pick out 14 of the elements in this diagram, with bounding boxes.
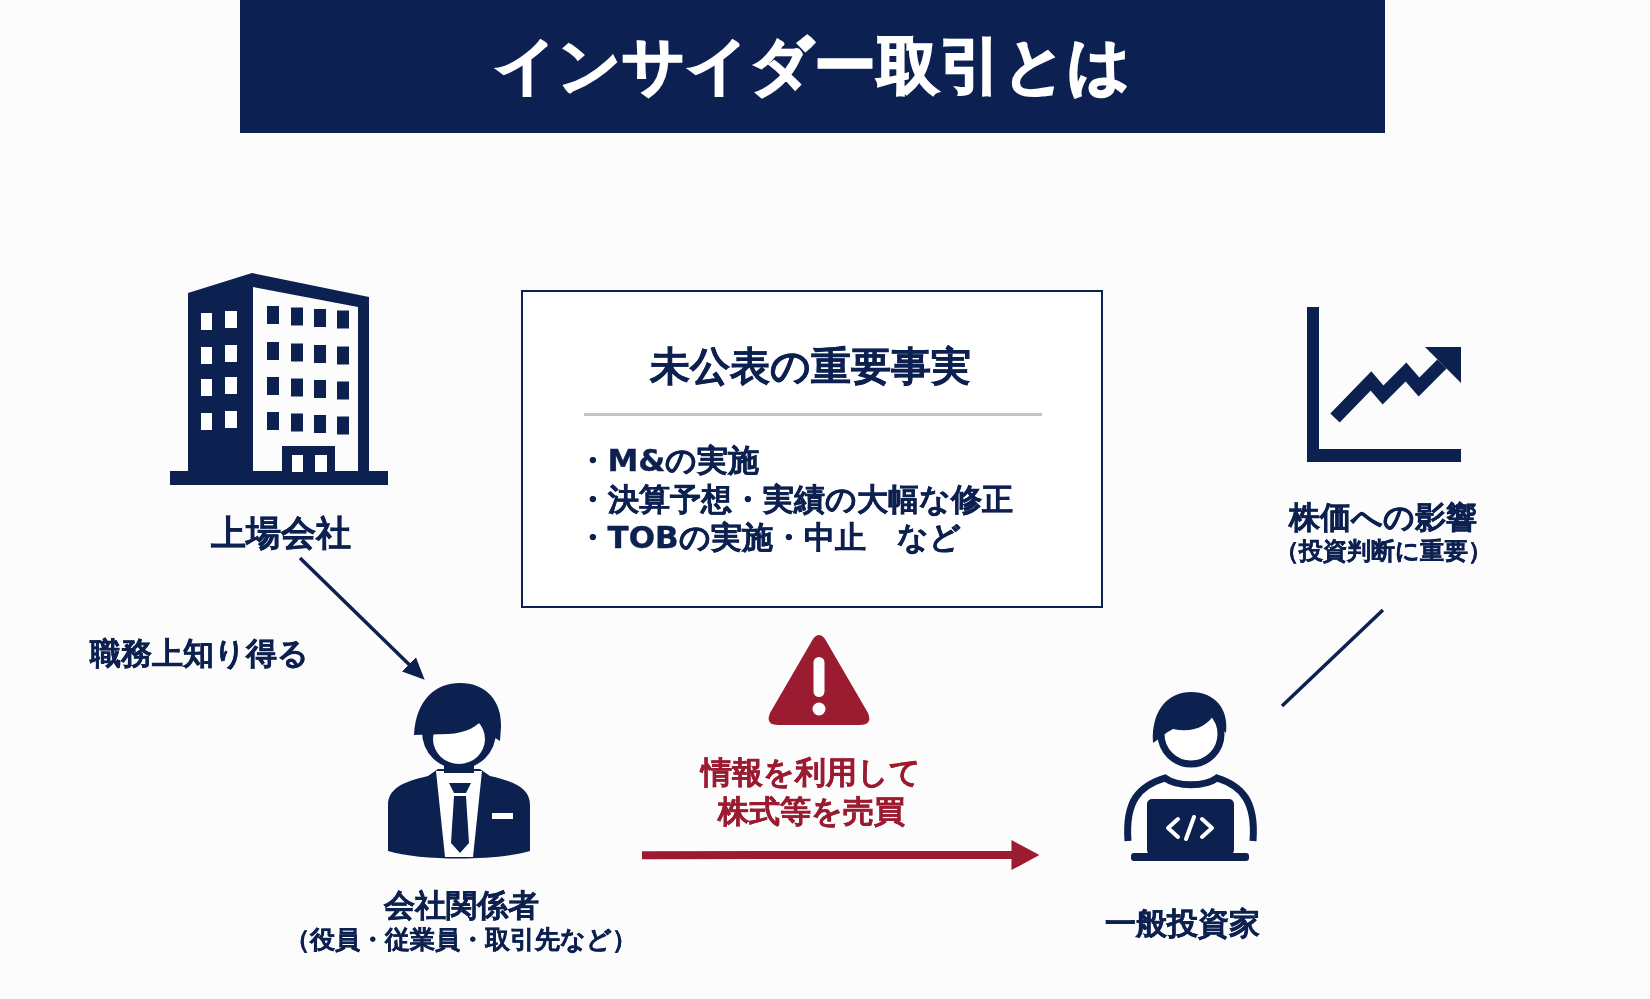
title: インサイダー取引とは [494, 29, 1131, 104]
arrow [298, 556, 425, 680]
box-heading: 未公表の重要事実 [650, 341, 971, 391]
node-sublabel: （投資判断に重要） [1274, 536, 1492, 566]
info-box [521, 290, 1103, 608]
node-label: 株価への影響 [1289, 497, 1477, 537]
list-item: ・決算予想・実績の大幅な修正 [576, 479, 1013, 519]
node-label: 会社関係者 [383, 885, 539, 925]
connector-line [1280, 608, 1385, 708]
node-sublabel: （役員・従業員・取引先など） [285, 924, 637, 956]
node-label: 上場会社 [211, 512, 351, 556]
list-item: ・M&の実施 [576, 441, 760, 480]
list-item: ・TOBの実施・中止 など [576, 518, 961, 557]
node-label: 一般投資家 [1104, 903, 1260, 943]
